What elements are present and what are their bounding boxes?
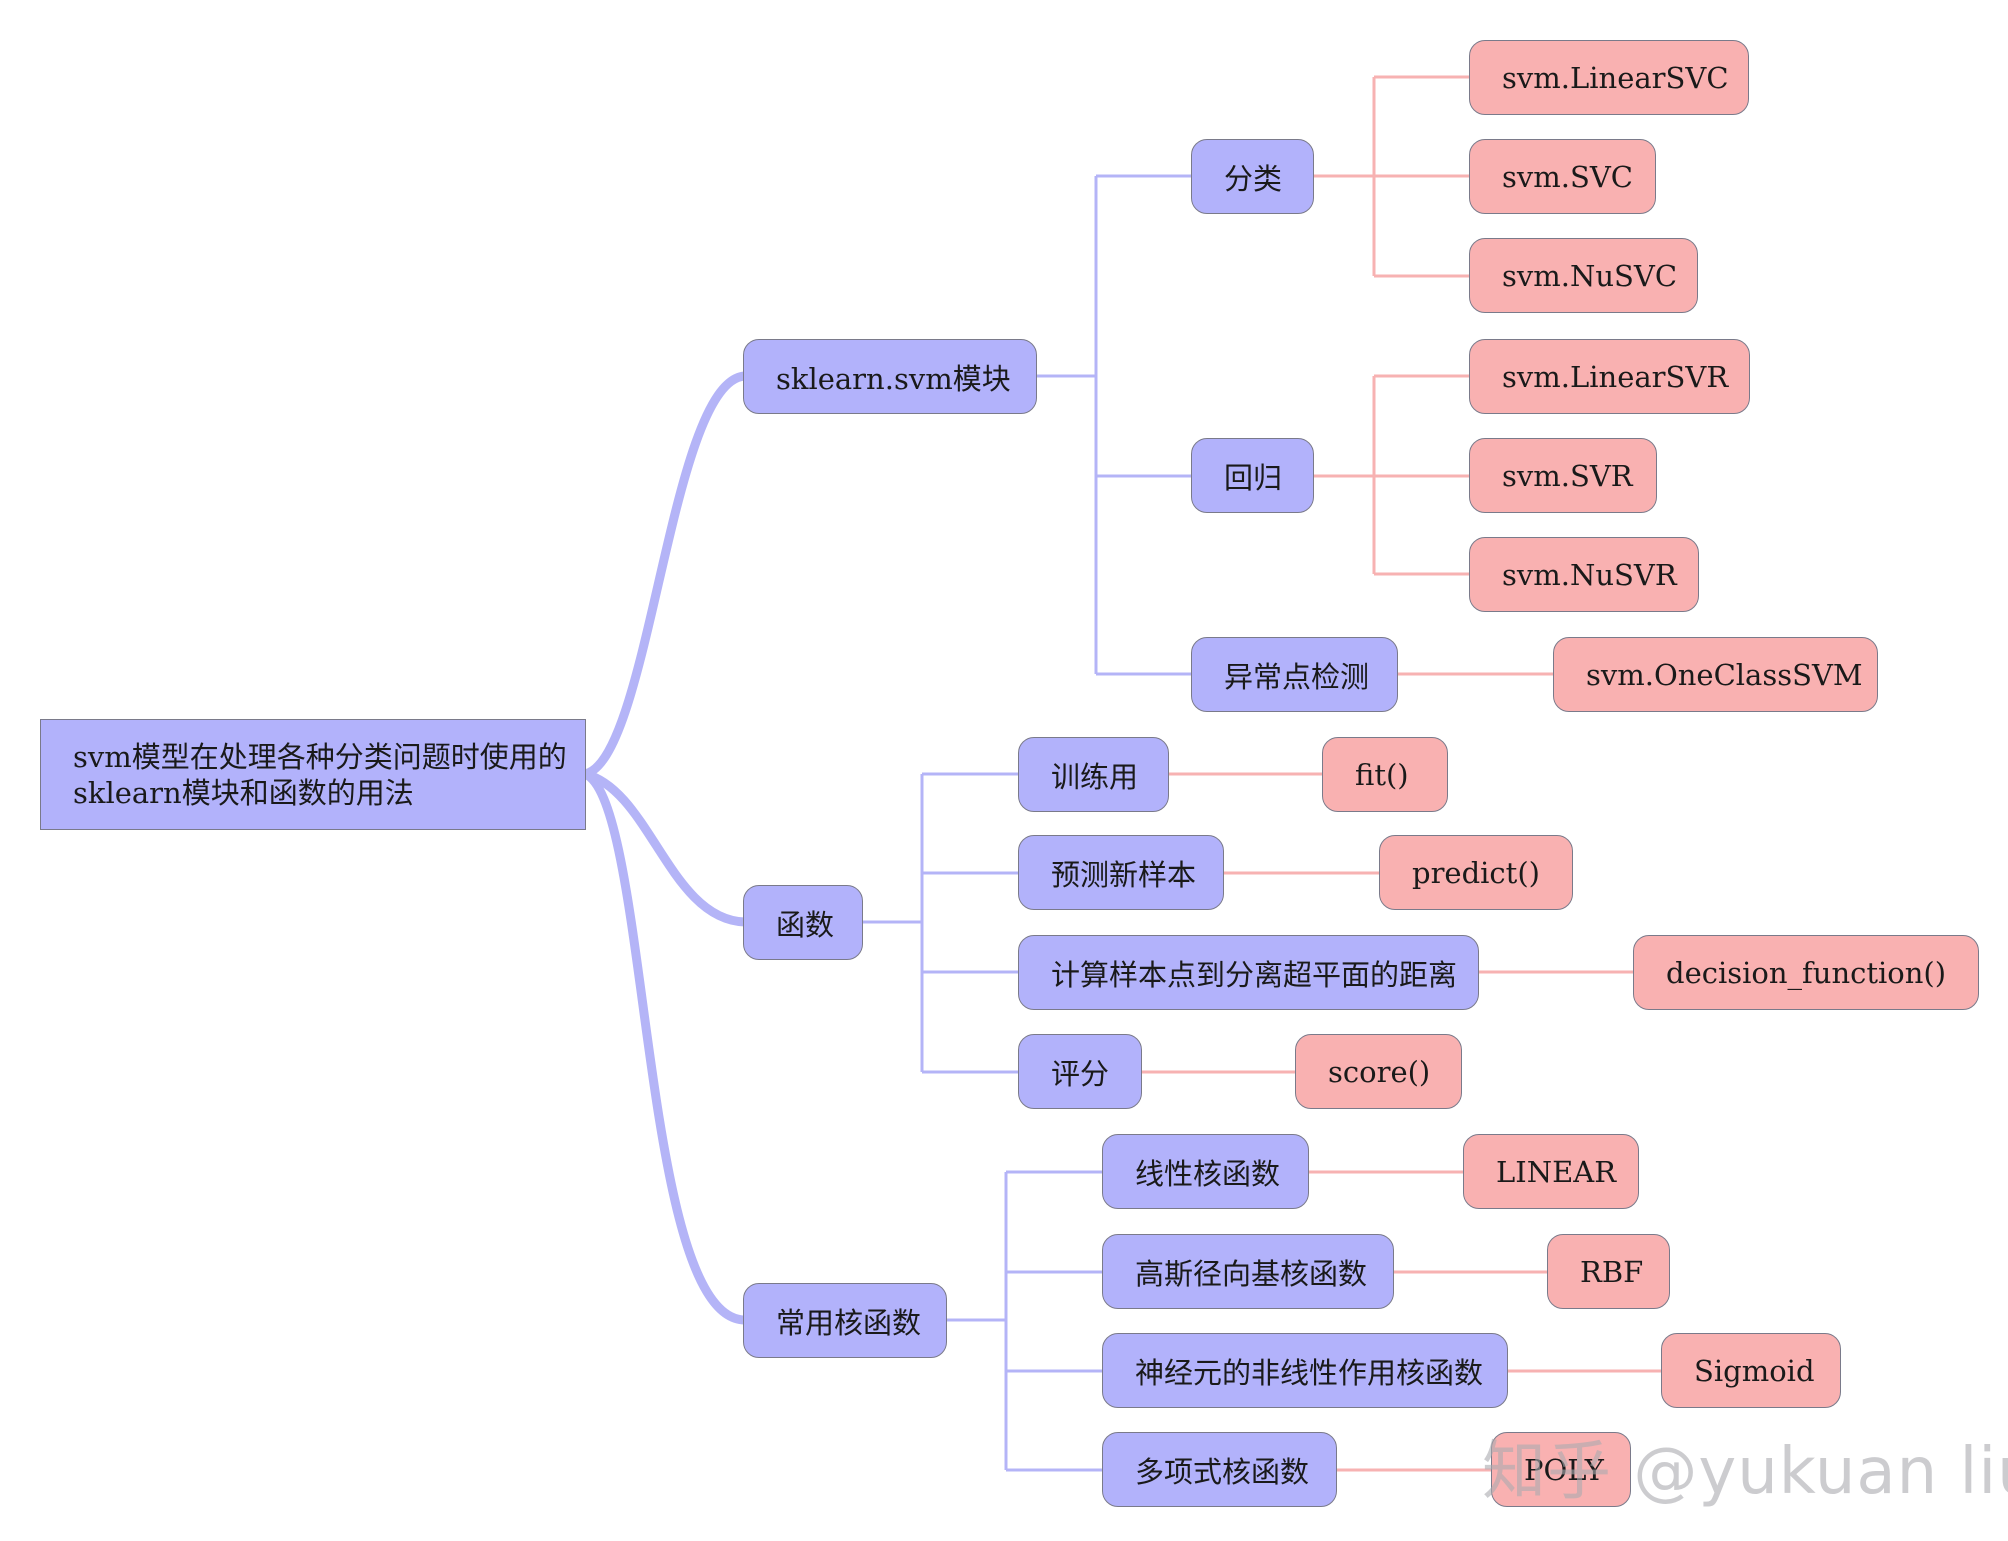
node-regression[interactable]: 回归 bbox=[1191, 438, 1314, 513]
node-kernel-sigmoid[interactable]: 神经元的非线性作用核函数 bbox=[1102, 1333, 1508, 1408]
node-fn-predict[interactable]: 预测新样本 bbox=[1018, 835, 1224, 910]
leaf-score[interactable]: score() bbox=[1295, 1034, 1462, 1109]
leaf-svm-linearsvr[interactable]: svm.LinearSVR bbox=[1469, 339, 1750, 414]
node-sklearn-svm-module[interactable]: sklearn.svm模块 bbox=[743, 339, 1037, 414]
edge-root-kernels bbox=[580, 769, 750, 1325]
node-classification[interactable]: 分类 bbox=[1191, 139, 1314, 214]
node-functions[interactable]: 函数 bbox=[743, 885, 863, 960]
node-outlier-detection[interactable]: 异常点检测 bbox=[1191, 637, 1398, 712]
node-fn-training[interactable]: 训练用 bbox=[1018, 737, 1169, 812]
node-fn-distance[interactable]: 计算样本点到分离超平面的距离 bbox=[1018, 935, 1479, 1010]
root-title-line1: svm模型在处理各种分类问题时使用的 bbox=[73, 739, 567, 774]
leaf-svm-svc[interactable]: svm.SVC bbox=[1469, 139, 1656, 214]
leaf-svm-svr[interactable]: svm.SVR bbox=[1469, 438, 1657, 513]
node-kernel-poly[interactable]: 多项式核函数 bbox=[1102, 1432, 1337, 1507]
root-node[interactable]: svm模型在处理各种分类问题时使用的 sklearn模块和函数的用法 bbox=[40, 719, 586, 830]
leaf-svm-oneclasssvm[interactable]: svm.OneClassSVM bbox=[1553, 637, 1878, 712]
edge-classification-leaves bbox=[1313, 75, 1470, 278]
watermark-text: 知乎 @yukuan liu bbox=[1482, 1435, 2008, 1509]
leaf-svm-nusvr[interactable]: svm.NuSVR bbox=[1469, 537, 1699, 612]
node-common-kernels[interactable]: 常用核函数 bbox=[743, 1283, 947, 1358]
root-title-line2: sklearn模块和函数的用法 bbox=[73, 775, 414, 810]
node-kernel-linear[interactable]: 线性核函数 bbox=[1102, 1134, 1309, 1209]
leaf-linear[interactable]: LINEAR bbox=[1463, 1134, 1639, 1209]
edge-module-children bbox=[1036, 174, 1192, 676]
leaf-decision-function[interactable]: decision_function() bbox=[1633, 935, 1979, 1010]
edge-functions-children bbox=[862, 772, 1019, 1074]
leaf-poly[interactable]: POLY bbox=[1491, 1432, 1631, 1507]
edge-kernels-children bbox=[946, 1170, 1103, 1472]
edge-regression-leaves bbox=[1313, 374, 1470, 576]
leaf-rbf[interactable]: RBF bbox=[1547, 1234, 1670, 1309]
leaf-predict[interactable]: predict() bbox=[1379, 835, 1573, 910]
edge-root-module bbox=[580, 371, 750, 779]
leaf-svm-linearsvc[interactable]: svm.LinearSVC bbox=[1469, 40, 1749, 115]
leaf-fit[interactable]: fit() bbox=[1322, 737, 1448, 812]
node-kernel-rbf[interactable]: 高斯径向基核函数 bbox=[1102, 1234, 1394, 1309]
node-fn-score[interactable]: 评分 bbox=[1018, 1034, 1142, 1109]
edge-root-functions bbox=[580, 769, 750, 927]
leaf-sigmoid[interactable]: Sigmoid bbox=[1661, 1333, 1841, 1408]
leaf-svm-nusvc[interactable]: svm.NuSVC bbox=[1469, 238, 1698, 313]
